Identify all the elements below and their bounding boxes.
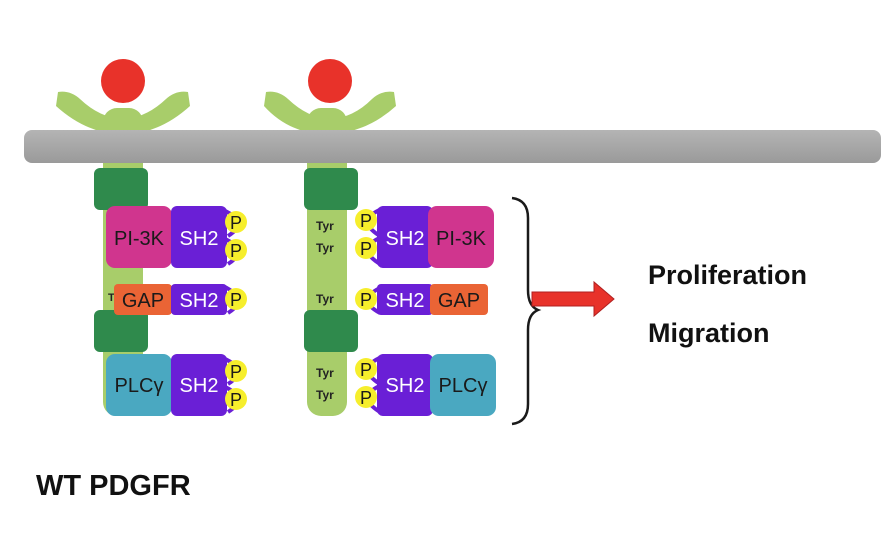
- sh2-label: SH2: [180, 290, 219, 312]
- sh2-domain: [377, 206, 433, 268]
- plc-label: PLCγ: [115, 375, 164, 397]
- outcome-migration: Migration: [648, 318, 770, 348]
- complex-right-gap: Tyr P SH2 GAP: [316, 284, 488, 315]
- tyr-label: Tyr: [316, 388, 334, 402]
- sh2-domain: [377, 284, 433, 315]
- phosphate-label: P: [230, 362, 242, 382]
- phosphate-icon: [355, 237, 377, 259]
- sh2-domain: [171, 354, 227, 416]
- kinase-domain-left-lower: [94, 310, 148, 352]
- plc-protein: [430, 354, 496, 416]
- gap-protein: [430, 284, 488, 315]
- tyr-label: Tyr: [316, 219, 334, 233]
- complex-right-pi3k: Tyr Tyr P P SH2 PI-3K: [316, 206, 494, 268]
- gap-protein: [114, 284, 172, 315]
- sh2-domain: [171, 284, 227, 315]
- phosphate-label: P: [230, 241, 242, 261]
- phosphate-icon: [225, 239, 247, 261]
- phosphate-icon: [225, 211, 247, 233]
- phosphate-label: P: [360, 388, 372, 408]
- tyr-label: Tyr: [316, 292, 334, 306]
- sh2-domain: [377, 354, 433, 416]
- sh2-label: SH2: [386, 290, 425, 312]
- complex-left-gap: Tyr GAP SH2 P: [108, 284, 247, 315]
- phosphate-label: P: [230, 390, 242, 410]
- grouping-brace: [511, 196, 542, 426]
- ligand-right: [308, 59, 352, 103]
- phosphate-label: P: [230, 213, 242, 233]
- pi3k-protein: [106, 206, 172, 268]
- sh2-label: SH2: [180, 228, 219, 250]
- gap-label: GAP: [122, 290, 164, 312]
- plc-label: PLCγ: [439, 375, 488, 397]
- receptor-right-binding-domain: [264, 91, 396, 140]
- phosphate-icon: [225, 360, 247, 382]
- pi3k-protein: [428, 206, 494, 268]
- phosphate-icon: [225, 388, 247, 410]
- phosphate-icon: [355, 288, 377, 310]
- complex-left-plc: PLCγ SH2 P P: [106, 354, 247, 416]
- tyr-label: Tyr: [316, 366, 334, 380]
- outcome-arrow: [531, 280, 615, 318]
- kinase-domain-right-upper: [304, 168, 358, 210]
- phosphate-label: P: [360, 360, 372, 380]
- cell-membrane: [24, 130, 881, 163]
- sh2-label: SH2: [386, 228, 425, 250]
- sh2-domain: [171, 206, 227, 268]
- phosphate-label: P: [230, 290, 242, 310]
- gap-label: GAP: [438, 290, 480, 312]
- sh2-label: SH2: [180, 375, 219, 397]
- diagram-caption: WT PDGFR: [36, 470, 191, 502]
- sh2-label: SH2: [386, 375, 425, 397]
- complex-right-plc: Tyr Tyr P P SH2 PLCγ: [316, 354, 496, 416]
- phosphate-icon: [355, 386, 377, 408]
- pi3k-label: PI-3K: [114, 228, 165, 250]
- phosphate-icon: [355, 358, 377, 380]
- kinase-domain-right-lower: [304, 310, 358, 352]
- tyr-label: Tyr: [316, 241, 334, 255]
- phosphate-icon: [355, 209, 377, 231]
- outcome-proliferation: Proliferation: [648, 260, 808, 290]
- pi3k-label: PI-3K: [436, 228, 487, 250]
- complex-left-pi3k: PI-3K SH2 P P: [106, 206, 247, 268]
- phosphate-label: P: [360, 290, 372, 310]
- phosphate-label: P: [360, 239, 372, 259]
- plc-protein: [106, 354, 172, 416]
- kinase-domain-left-upper: [94, 168, 148, 210]
- phosphate-icon: [225, 288, 247, 310]
- ligand-left: [101, 59, 145, 103]
- phosphate-label: P: [360, 211, 372, 231]
